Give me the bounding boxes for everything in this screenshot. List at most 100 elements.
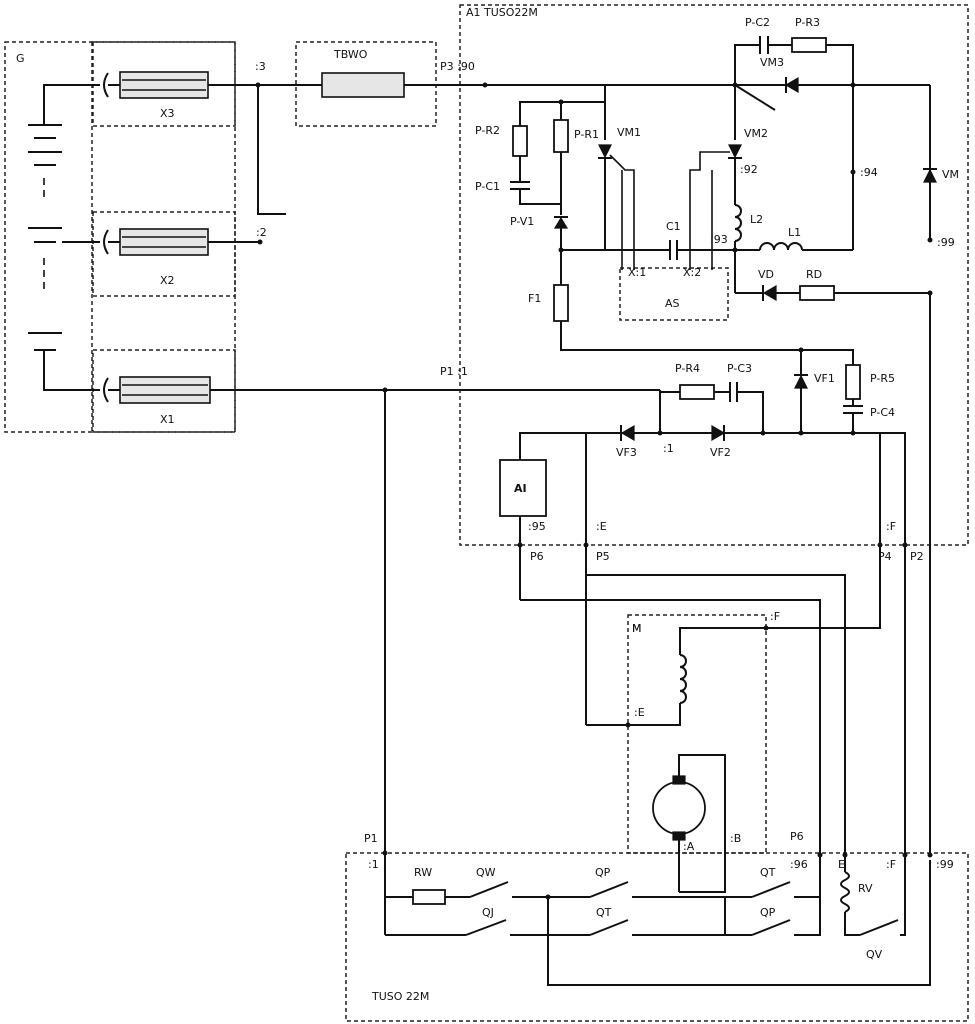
terminal-label-tfc: :F	[886, 858, 896, 871]
terminal-label-teb: :E	[634, 706, 645, 719]
wire-snubber-right	[826, 44, 854, 85]
wire-qv-right	[900, 855, 906, 936]
component-label-f1: F1	[528, 292, 541, 305]
connector-label-x3: X3	[160, 107, 175, 120]
junction-p5	[583, 542, 589, 548]
wire-snubber-left	[734, 44, 760, 85]
junction-teb	[625, 722, 631, 728]
block-label-tuso: TUSO 22M	[371, 990, 429, 1003]
switch-qj	[465, 919, 507, 936]
component-label-vm: VM	[942, 168, 959, 181]
component-label-prr3: P-R3	[795, 16, 820, 29]
switch-qt2	[751, 881, 791, 898]
as-pin-label-1: X:1	[628, 266, 646, 279]
terminal-label-tfa: :F	[886, 520, 896, 533]
junction-t99a	[927, 237, 933, 243]
wire-p4-to-f	[766, 545, 881, 629]
inductor-l2	[734, 204, 742, 242]
wire-prr4-left	[659, 391, 680, 433]
as-block-outline	[619, 267, 729, 321]
terminal-label-p3-90: P3 :90	[440, 60, 475, 73]
terminal-label-t1a: :1	[663, 442, 674, 455]
thyristor-vm3	[784, 76, 799, 94]
terminal-label-t1b: :1	[368, 858, 379, 871]
wire-field-top	[679, 627, 766, 655]
component-label-prc1: P-C1	[475, 180, 500, 193]
component-label-qv: QV	[866, 948, 883, 961]
component-label-vm3: VM3	[760, 56, 784, 69]
resistor-prr1	[553, 119, 569, 153]
capacitor-prc4	[843, 405, 863, 414]
wire-p6-route	[520, 599, 821, 855]
component-label-vf3: VF3	[616, 446, 637, 459]
terminal-label-t99b: :99	[936, 858, 954, 871]
junction-tfc	[902, 852, 908, 858]
capacitor-prc3	[729, 382, 738, 402]
terminal-label-t3: :3	[255, 60, 266, 73]
junction-t96	[817, 852, 823, 858]
component-label-qt1: QT	[596, 906, 612, 919]
resistor-prr5	[845, 364, 861, 400]
terminal-label-p2: P2	[910, 550, 924, 563]
component-label-vf2: VF2	[710, 446, 731, 459]
component-label-l2: L2	[750, 213, 763, 226]
junction-t99b	[927, 852, 933, 858]
component-label-l1: L1	[788, 226, 801, 239]
terminal-label-p6b: P6	[790, 830, 804, 843]
terminal-label-p1b: P1	[364, 832, 378, 845]
tbwo-component	[321, 72, 485, 98]
wire-vm3-gate	[734, 84, 776, 111]
connector-x1: X1	[103, 376, 235, 426]
wire-prc3-right	[737, 391, 764, 433]
component-label-vf1: VF1	[814, 372, 835, 385]
resistor-prr2	[512, 125, 528, 157]
terminal-label-p5: P5	[596, 550, 610, 563]
wire-t3-drop	[257, 85, 286, 215]
ai-block	[499, 459, 547, 517]
component-label-prc2: P-C2	[745, 16, 770, 29]
component-label-qt2: QT	[760, 866, 776, 879]
terminal-label-p4: P4	[878, 550, 892, 563]
a1-block-outline	[459, 4, 969, 546]
terminal-label-t92: :92	[740, 163, 758, 176]
junction-p6a	[517, 542, 523, 548]
block-label-g: G	[16, 52, 25, 65]
component-label-vd: VD	[758, 268, 774, 281]
as-pin-label-2: X:2	[683, 266, 701, 279]
diode-vd	[762, 284, 777, 302]
battery-symbol	[28, 84, 100, 391]
terminal-label-t99a: :99	[937, 236, 955, 249]
diode-prv1	[553, 216, 569, 229]
switch-qp2	[751, 919, 791, 936]
resistor-rd	[799, 285, 835, 301]
switch-qw	[469, 881, 509, 898]
component-label-qp2: QP	[760, 906, 776, 919]
component-label-rw: RW	[414, 866, 432, 879]
component-label-prr1: P-R1	[574, 128, 599, 141]
component-label-qp1: QP	[595, 866, 611, 879]
component-label-prv1: P-V1	[510, 215, 534, 228]
junction-prc4-bottom	[850, 430, 856, 436]
junction-t2	[257, 239, 263, 245]
connector-x2: X2	[103, 228, 260, 287]
resistor-rv	[840, 871, 850, 913]
terminal-label-t94: :94	[860, 166, 878, 179]
block-label-ai: AI	[514, 482, 527, 495]
connector-label-x2: X2	[160, 274, 175, 287]
block-label-as: AS	[665, 297, 680, 310]
connector-x3: X3	[103, 71, 235, 120]
resistor-prr4	[679, 384, 715, 400]
thyristor-vm	[923, 168, 937, 183]
component-label-c1: C1	[666, 220, 681, 233]
connector-label-x1: X1	[160, 413, 175, 426]
component-label-qj: QJ	[482, 906, 494, 919]
component-label-vm2: VM2	[744, 127, 768, 140]
capacitor-prc1	[510, 181, 530, 190]
terminal-label-t2: :2	[256, 226, 267, 239]
tuso-block-outline	[345, 852, 969, 1022]
terminal-label-tea: :E	[596, 520, 607, 533]
connector-x2-outline	[92, 211, 236, 297]
component-label-rd: RD	[806, 268, 822, 281]
wire-rv-qv	[844, 912, 860, 936]
motor-armature-symbol	[652, 754, 726, 893]
